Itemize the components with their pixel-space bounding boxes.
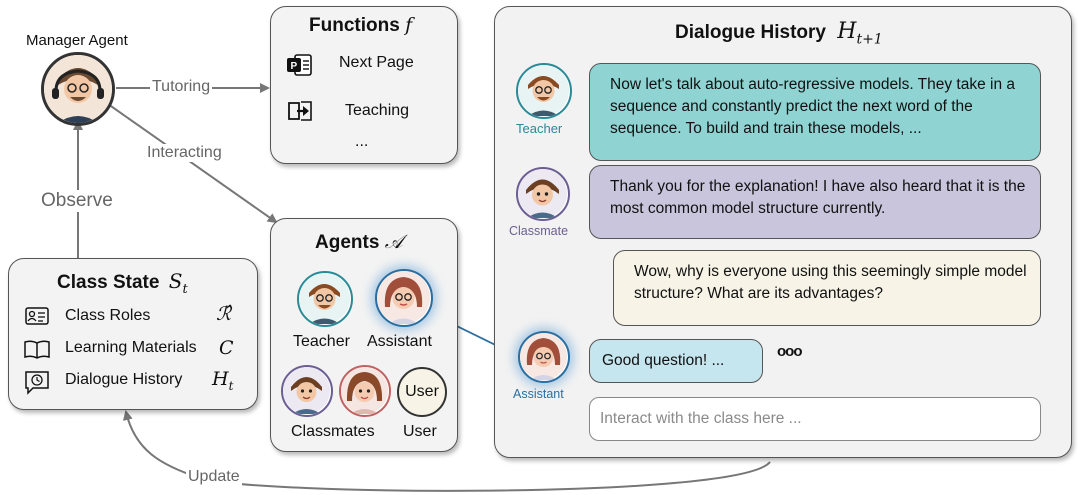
typing-indicator: ooo xyxy=(777,343,802,360)
functions-box: Functions f P Next Page Teaching ... xyxy=(270,6,458,164)
dialogue-assistant-avatar xyxy=(518,331,570,383)
classmate-message-bubble: Thank you for the explanation! I have al… xyxy=(589,165,1041,239)
agents-title: Agents 𝒜 xyxy=(315,231,403,254)
teacher-avatar xyxy=(297,271,353,327)
dialogue-classmate-avatar xyxy=(516,167,570,221)
function-teaching: Teaching xyxy=(345,102,410,119)
class-state-symbol-main: S xyxy=(168,269,183,293)
teacher-label: Teacher xyxy=(293,333,350,350)
learning-materials-label: Learning Materials xyxy=(65,339,197,356)
user-message-bubble: Wow, why is everyone using this seemingl… xyxy=(613,250,1041,326)
class-roles-symbol: ℛ̂ xyxy=(216,303,232,325)
id-card-icon xyxy=(25,307,49,325)
interacting-label: Interacting xyxy=(145,144,224,162)
update-label: Update xyxy=(186,468,242,486)
dialogue-teacher-avatar xyxy=(516,63,572,119)
dialogue-history-panel: Dialogue History Ht+1 Teacher Now let's … xyxy=(494,6,1072,458)
user-avatar: User xyxy=(397,367,447,417)
functions-title-text: Functions xyxy=(309,15,400,36)
tutoring-label: Tutoring xyxy=(150,78,213,96)
presentation-icon: P xyxy=(287,53,313,77)
class-state-title: Class State St xyxy=(57,269,188,297)
classmate-avatar-2 xyxy=(339,365,391,417)
classmate-avatar-1 xyxy=(281,365,333,417)
dialogue-teacher-role: Teacher xyxy=(516,121,563,136)
agents-box: Agents 𝒜 Teacher Assistant xyxy=(270,218,458,452)
class-state-symbol: St xyxy=(168,269,188,297)
manager-agent-label: Manager Agent xyxy=(26,32,128,49)
teacher-message-bubble: Now let's talk about auto-regressive mod… xyxy=(589,63,1041,161)
book-icon xyxy=(23,339,51,359)
assistant-avatar-agents xyxy=(375,269,433,327)
assistant-message-bubble: Good question! ... xyxy=(589,339,763,383)
class-state-title-text: Class State xyxy=(57,272,160,293)
functions-ellipsis: ... xyxy=(355,133,369,150)
assistant-label: Assistant xyxy=(367,333,432,350)
classmates-label: Classmates xyxy=(291,423,375,440)
dialogue-symbol-sub: t+1 xyxy=(856,31,883,48)
dialogue-title-text: Dialogue History xyxy=(675,22,826,43)
dialogue-assistant-role: Assistant xyxy=(513,387,564,401)
dialogue-symbol-main: H xyxy=(837,19,857,44)
class-state-symbol-sub: t xyxy=(182,282,188,297)
interacting-arrow xyxy=(107,103,278,224)
dialogue-history-symbol: Ht xyxy=(212,368,233,393)
dialogue-history-symbol-main: H xyxy=(212,368,229,390)
dialogue-classmate-role: Classmate xyxy=(509,224,569,238)
chat-clock-icon xyxy=(23,369,51,395)
manager-agent-avatar xyxy=(41,52,115,126)
function-next-page: Next Page xyxy=(339,54,414,71)
svg-text:P: P xyxy=(291,61,298,72)
chat-input-field[interactable]: Interact with the class here ... xyxy=(589,397,1041,441)
functions-symbol: f xyxy=(405,14,413,36)
user-label: User xyxy=(403,423,437,440)
functions-title: Functions f xyxy=(309,14,412,37)
share-screen-icon xyxy=(287,99,313,123)
dialogue-symbol: Ht+1 xyxy=(837,19,883,48)
agents-title-text: Agents xyxy=(315,232,380,253)
observe-label: Observe xyxy=(39,190,115,212)
learning-materials-symbol: C xyxy=(219,337,234,359)
dialogue-history-label: Dialogue History xyxy=(65,371,183,388)
dialogue-title: Dialogue History Ht+1 xyxy=(675,19,883,47)
class-roles-label: Class Roles xyxy=(65,307,151,324)
dialogue-history-symbol-sub: t xyxy=(228,378,234,393)
agents-symbol: 𝒜 xyxy=(384,231,403,253)
class-state-box: Class State St Class Roles ℛ̂ Learning M… xyxy=(8,258,258,410)
